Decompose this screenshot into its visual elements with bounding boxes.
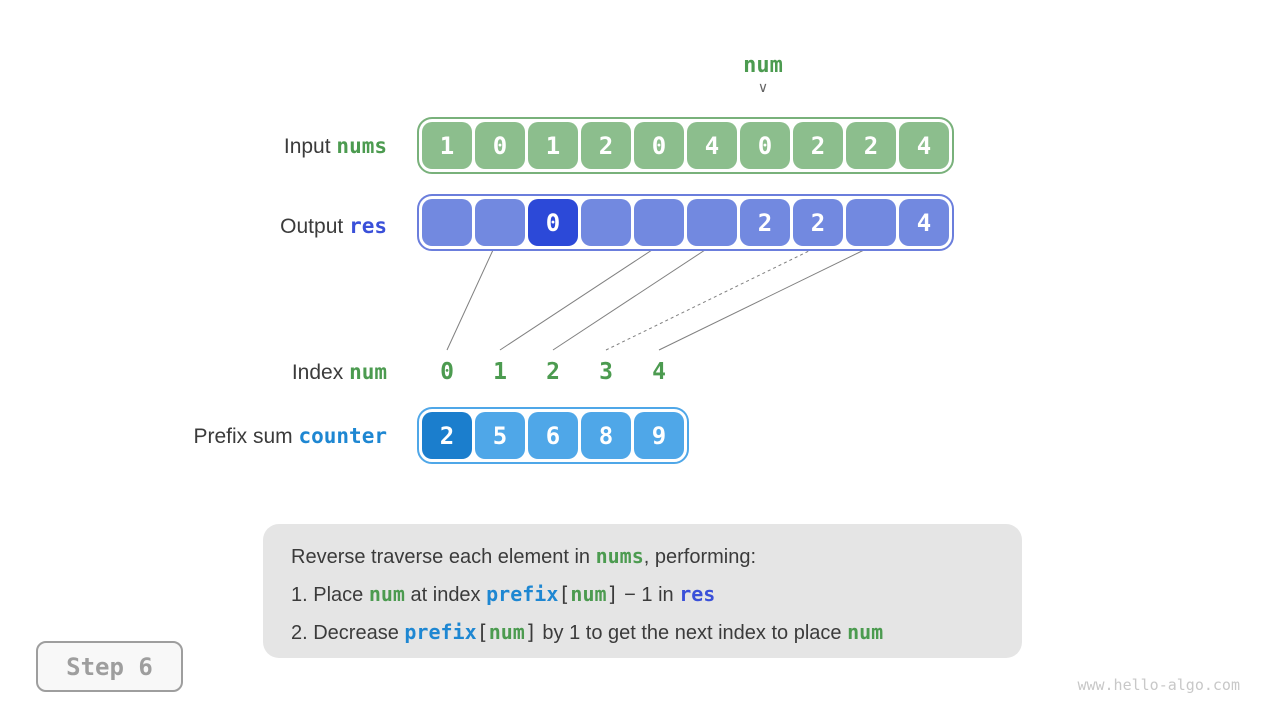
array-cell (846, 199, 896, 246)
index-label-text: Index (291, 361, 344, 384)
array-cell (687, 199, 737, 246)
array-cell: 0 (634, 122, 684, 169)
array-cell: 4 (899, 122, 949, 169)
note-segment: num (847, 620, 884, 644)
array-cell: 1 (528, 122, 578, 169)
array-cell: 2 (793, 122, 843, 169)
array-cell (475, 199, 525, 246)
note-segment: by 1 to get the next index to place (536, 622, 848, 644)
output-row-label: Output res (280, 213, 387, 240)
watermark-url: www.hello-algo.com (1077, 676, 1240, 694)
prefix-label-code: counter (298, 424, 387, 448)
num-pointer: num ∨ (743, 53, 783, 97)
note-segment: num (488, 620, 525, 644)
note-segment: prefix (486, 582, 559, 606)
array-cell: 5 (475, 412, 525, 459)
note-segment: , performing: (643, 546, 757, 568)
explanation-box: Reverse traverse each element in nums, p… (263, 524, 1022, 658)
array-cell: 2 (422, 412, 472, 459)
array-cell: 2 (740, 199, 790, 246)
array-cell: 3 (599, 359, 613, 385)
array-cell: 4 (687, 122, 737, 169)
down-arrow-icon: ∨ (757, 80, 769, 96)
array-cell: 9 (634, 412, 684, 459)
step-badge: Step 6 (36, 641, 183, 692)
array-cell: 0 (475, 122, 525, 169)
note-line: 2. Decrease prefix[num] by 1 to get the … (291, 614, 1022, 652)
input-label-code: nums (336, 134, 387, 158)
array-cell: 0 (440, 359, 454, 385)
array-cell: 2 (846, 122, 896, 169)
array-cell: 0 (740, 122, 790, 169)
index-values: 0 1 2 3 4 (422, 357, 684, 387)
note-segment: 2. Decrease (291, 622, 405, 644)
array-cell: 1 (493, 359, 507, 385)
num-pointer-label: num (743, 53, 783, 78)
array-cell: 2 (793, 199, 843, 246)
note-segment: at index (404, 584, 487, 606)
note-segment: Reverse traverse each element in (291, 546, 596, 568)
output-label-text: Output (280, 215, 344, 238)
note-segment: − 1 in (618, 584, 680, 606)
note-segment: num (368, 582, 405, 606)
note-segment: nums (595, 544, 644, 568)
input-row-label: Input nums (284, 133, 387, 160)
array-cell: 8 (581, 412, 631, 459)
array-cell: 0 (528, 199, 578, 246)
prefix-label-text: Prefix sum (193, 425, 293, 448)
index-label-code: num (349, 360, 387, 384)
output-label-code: res (349, 214, 387, 238)
input-label-text: Input (283, 135, 331, 158)
note-segment: [ (476, 620, 489, 644)
index-row-label: Index num (292, 359, 387, 386)
array-cell (422, 199, 472, 246)
note-segment: 1. Place (291, 584, 369, 606)
note-segment: ] (606, 582, 619, 606)
array-cell: 2 (546, 359, 560, 385)
array-cell: 4 (652, 359, 666, 385)
note-segment: ] (524, 620, 537, 644)
array-cell: 1 (422, 122, 472, 169)
array-cell: 6 (528, 412, 578, 459)
array-cell: 2 (581, 122, 631, 169)
array-cell (581, 199, 631, 246)
note-line: Reverse traverse each element in nums, p… (291, 538, 1022, 576)
array-cell: 4 (899, 199, 949, 246)
note-segment: res (679, 582, 716, 606)
note-segment: prefix (404, 620, 477, 644)
array-cell (634, 199, 684, 246)
note-line: 1. Place num at index prefix[num] − 1 in… (291, 576, 1022, 614)
prefix-row-label: Prefix sum counter (193, 423, 387, 450)
note-segment: num (570, 582, 607, 606)
note-segment: [ (558, 582, 571, 606)
